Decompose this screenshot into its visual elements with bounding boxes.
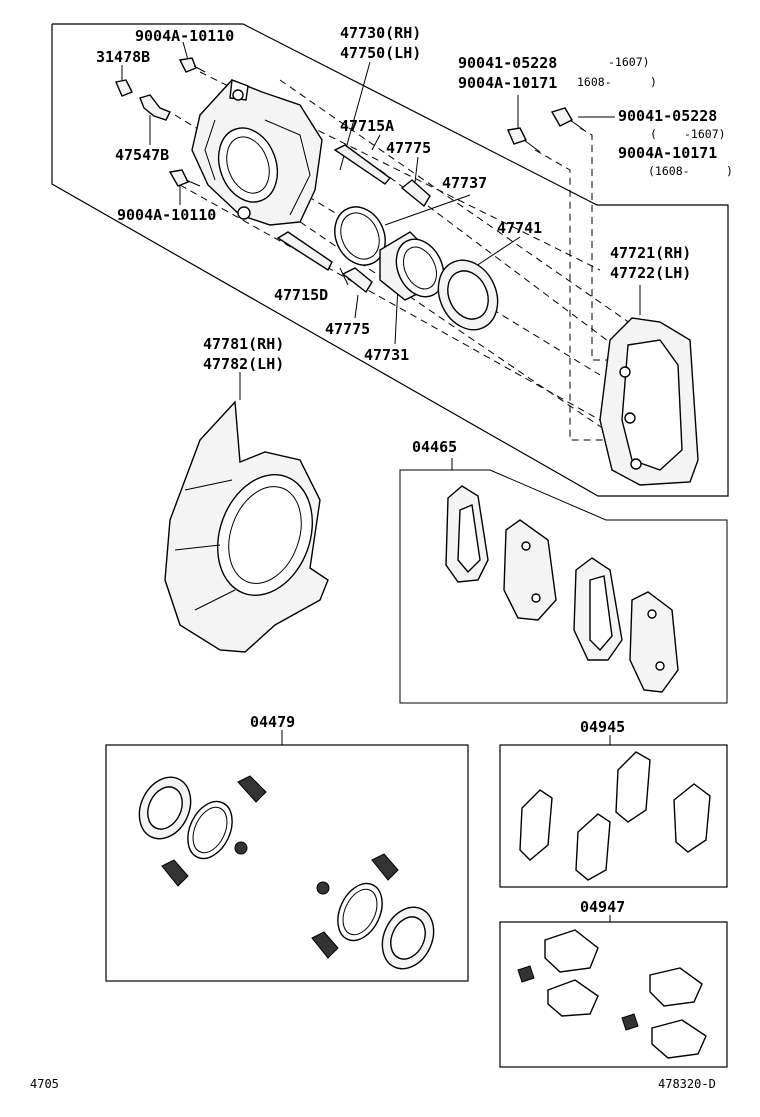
footer-left-code: 4705	[30, 1077, 59, 1091]
range-close-paren-a: )	[650, 75, 657, 89]
label-04945: 04945	[580, 718, 625, 736]
label-47721-rh: 47721(RH)	[610, 244, 691, 262]
label-47730-rh: 47730(RH)	[340, 24, 421, 42]
label-04465: 04465	[412, 438, 457, 456]
label-31478b: 31478B	[96, 48, 150, 66]
range-close-paren-b: )	[726, 164, 733, 178]
label-90041-05228-b-range: -1607)	[684, 127, 726, 141]
piston-47731	[379, 231, 445, 301]
label-90041-05228-b: 90041-05228	[618, 107, 717, 125]
label-47715a: 47715A	[340, 117, 394, 135]
label-47731: 47731	[364, 346, 409, 364]
brake-pads-04465	[445, 485, 679, 693]
label-47722-lh: 47722(LH)	[610, 264, 691, 282]
seal-kit-04479-parts	[138, 775, 435, 970]
label-9004a-10171-a-range: 1608-	[577, 75, 612, 89]
guide-pin-47715a	[333, 144, 392, 185]
bolt-90041-05228-b	[550, 107, 585, 131]
dust-cover	[164, 400, 329, 653]
label-9004a-10110-top: 9004A-10110	[135, 27, 234, 45]
clip-kit-04947-parts	[517, 929, 707, 1059]
shim-kit-04945-box	[499, 744, 728, 888]
boot-47775-top	[400, 179, 431, 208]
guide-pin-47715d	[276, 231, 333, 272]
clip-kit-04947-box	[499, 921, 728, 1068]
label-04479: 04479	[250, 713, 295, 731]
bolt-9004a-10110-top	[178, 57, 206, 73]
cap-31478b	[115, 79, 133, 97]
shim-kit-04945-parts	[519, 751, 711, 881]
bolt-90041-05228-a	[507, 127, 541, 153]
label-47750-lh: 47750(LH)	[340, 44, 421, 62]
range-open-paren-b: (	[650, 127, 657, 141]
label-47782-lh: 47782(LH)	[203, 355, 284, 373]
label-47781-rh: 47781(RH)	[203, 335, 284, 353]
footer-right-code: 478320-D	[658, 1077, 716, 1091]
label-90041-05228-a: 90041-05228	[458, 54, 557, 72]
bolt-9004a-10110-bottom	[168, 169, 201, 187]
label-9004a-10171-b: 9004A-10171	[618, 144, 717, 162]
caliper-assembly-outline	[51, 23, 729, 497]
boot-47775-bottom	[341, 267, 373, 294]
caliper-bracket	[599, 317, 699, 486]
label-9004a-10171-b-range: (1608-	[648, 164, 690, 178]
bleeder-47547b	[139, 94, 171, 121]
seal-kit-04479-box	[105, 744, 469, 982]
label-9004a-10110-bottom: 9004A-10110	[117, 206, 216, 224]
leader-lines	[121, 41, 728, 922]
label-47775-top: 47775	[386, 139, 431, 157]
label-47741: 47741	[497, 219, 542, 237]
label-47715d: 47715D	[274, 286, 328, 304]
label-47547b: 47547B	[115, 146, 169, 164]
caliper-body	[191, 79, 323, 226]
label-47737: 47737	[442, 174, 487, 192]
label-04947: 04947	[580, 898, 625, 916]
label-90041-05228-a-range: -1607)	[608, 55, 650, 69]
dust-boot-47741	[437, 259, 499, 331]
label-47775-bottom: 47775	[325, 320, 370, 338]
label-9004a-10171-a: 9004A-10171	[458, 74, 557, 92]
